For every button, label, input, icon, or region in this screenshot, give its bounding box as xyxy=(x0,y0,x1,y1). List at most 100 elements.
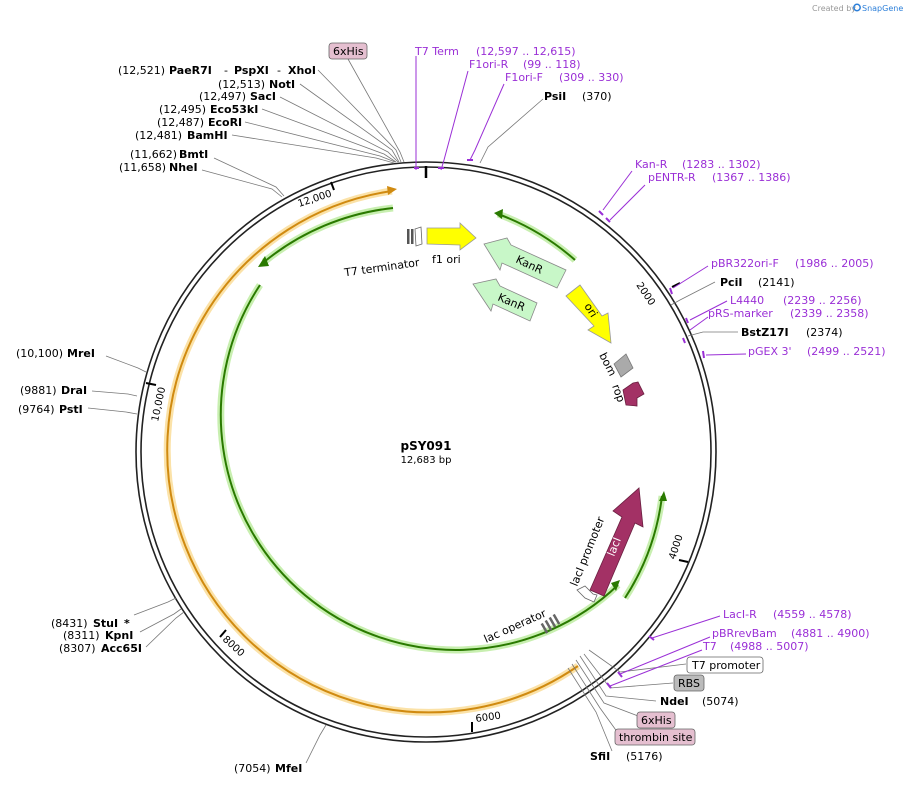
primer-f1ori-r-range: (99 .. 118) xyxy=(523,58,581,71)
site-bmti-group[interactable]: (11,662) BmtI xyxy=(130,148,208,161)
t7-promoter-box xyxy=(686,656,764,674)
ori-arrow xyxy=(565,284,612,344)
site-pos-9764: (9764) xyxy=(18,403,55,416)
connector-mfei xyxy=(305,724,327,764)
primer-kan-r[interactable]: Kan-R (1283 .. 1302) xyxy=(635,158,761,171)
site-nhei-group[interactable]: (11,658) NheI xyxy=(119,161,198,174)
t7-terminator-mark-2 xyxy=(411,229,414,244)
site-pos-12521: (12,521) xyxy=(118,64,165,77)
site-sfii-group[interactable]: SfiI (5176) xyxy=(590,750,663,763)
primer-f1ori-f[interactable]: F1ori-F (309 .. 330) xyxy=(505,71,624,84)
connector-noti xyxy=(299,83,400,163)
sixhis-top-label: 6xHis xyxy=(333,45,364,58)
site-pspxi: PspXI xyxy=(234,64,269,77)
lac-operator-mark-3 xyxy=(548,616,557,628)
site-acc65i-group[interactable]: (8307) Acc65I xyxy=(59,642,142,655)
site-noti: NotI xyxy=(269,78,295,91)
lac-operator-mark-1 xyxy=(540,622,549,634)
site-pos-8311: (8311) xyxy=(63,629,100,642)
primer-laci-r[interactable]: LacI-R (4559 .. 4578) xyxy=(723,608,852,621)
site-psti-group[interactable]: (9764) PstI xyxy=(18,403,83,416)
site-pcii-group[interactable]: PciI (2141) xyxy=(720,276,795,289)
primer-l4440[interactable]: L4440 (2239 .. 2256) xyxy=(730,294,862,307)
rop-label: rop xyxy=(609,383,627,404)
box-rbs[interactable]: RBS xyxy=(673,674,705,692)
site-noti-group[interactable]: (12,513) NotI xyxy=(218,78,295,91)
green-track-segment-2-arrowhead xyxy=(611,580,620,591)
feature-kanr-1[interactable]: KanR xyxy=(483,237,567,289)
feature-f1-ori[interactable]: f1 ori xyxy=(426,222,477,266)
box-sixhis-bottom[interactable]: 6xHis xyxy=(636,711,676,729)
site-bstz17i: BstZ17I xyxy=(741,326,789,339)
site-ndei-group[interactable]: NdeI (5074) xyxy=(660,695,739,708)
box-sixhis-top[interactable]: 6xHis xyxy=(328,42,368,60)
feature-laci[interactable]: lacI xyxy=(589,487,644,597)
green-track-segment-1-arrowhead xyxy=(258,256,269,267)
kanr-1-arrow xyxy=(483,237,567,289)
tick-mark-2000 xyxy=(671,282,681,288)
primer-t7-range: (4988 .. 5007) xyxy=(730,640,809,653)
primer-mark-kan-r xyxy=(598,210,604,216)
primer-line-t7 xyxy=(609,649,703,687)
primer-laci-r-name: LacI-R xyxy=(723,608,757,621)
connector-ndei xyxy=(579,655,657,702)
feature-t7-terminator[interactable]: T7 terminator xyxy=(342,229,421,280)
primer-t7[interactable]: T7 (4988 .. 5007) xyxy=(702,640,809,653)
feature-kanr-2[interactable]: KanR xyxy=(472,278,538,322)
site-psii-group[interactable]: PsiI (370) xyxy=(544,90,612,103)
bom-label: bom xyxy=(596,350,619,378)
primer-prs-marker-name: pRS-marker xyxy=(708,307,773,320)
connector-sixhis-top xyxy=(347,58,405,163)
connector-psti xyxy=(87,407,138,415)
primer-marks xyxy=(414,159,705,689)
primer-pentr-r-range: (1367 .. 1386) xyxy=(712,171,791,184)
primer-line-f1ori-f xyxy=(469,83,505,161)
green-track-segment-1 xyxy=(263,207,394,263)
connector-nhei xyxy=(201,169,283,198)
f1-ori-arrow xyxy=(426,222,477,251)
site-xhoi: XhoI xyxy=(288,64,316,77)
primer-prs-marker[interactable]: pRS-marker (2339 .. 2358) xyxy=(708,307,869,320)
site-ecori: EcoRI xyxy=(208,116,242,129)
primer-line-laci-r xyxy=(651,615,721,639)
primer-l4440-name: L4440 xyxy=(730,294,764,307)
connector-drai xyxy=(91,390,138,397)
primer-pbrrevbam[interactable]: pBRrevBam (4881 .. 4900) xyxy=(712,627,870,640)
site-pos-5074: (5074) xyxy=(702,695,739,708)
feature-rop[interactable]: rop xyxy=(609,381,645,407)
site-ecori-group[interactable]: (12,487) EcoRI xyxy=(157,116,242,129)
site-paer7i-group[interactable]: (12,521) PaeR7I - PspXI - XhoI xyxy=(118,64,316,77)
site-kpni: KpnI xyxy=(105,629,133,642)
box-t7-promoter[interactable]: T7 promoter xyxy=(686,656,764,674)
site-mrei-group[interactable]: (10,100) MreI xyxy=(16,347,95,360)
primer-pgex3[interactable]: pGEX 3' (2499 .. 2521) xyxy=(748,345,886,358)
primer-t7-term[interactable]: T7 Term (12,597 .. 12,615) xyxy=(414,45,576,58)
feature-ori[interactable]: ori xyxy=(565,284,612,344)
site-pos-12497: (12,497) xyxy=(199,90,246,103)
primer-pbr322ori-f[interactable]: pBR322ori-F (1986 .. 2005) xyxy=(711,257,874,270)
site-nhei: NheI xyxy=(169,161,198,174)
site-saci-group[interactable]: (12,497) SacI xyxy=(199,90,276,103)
feature-bom[interactable]: bom xyxy=(596,350,634,378)
site-bstz17i-group[interactable]: BstZ17I (2374) xyxy=(741,326,843,339)
site-stui-group[interactable]: (8431) StuI * xyxy=(51,617,130,630)
primer-line-prs-marker xyxy=(689,316,709,331)
primer-mark-t7 xyxy=(606,682,612,689)
connector-stui xyxy=(133,597,177,616)
connector-saci xyxy=(279,96,399,163)
site-eco53ki-group[interactable]: (12,495) Eco53kI xyxy=(159,103,258,116)
primer-f1ori-r[interactable]: F1ori-R (99 .. 118) xyxy=(469,58,581,71)
primer-kan-r-range: (1283 .. 1302) xyxy=(682,158,761,171)
site-bmti: BmtI xyxy=(179,148,208,161)
site-mfei-group[interactable]: (7054) MfeI xyxy=(234,762,302,775)
site-bamhi-group[interactable]: (12,481) BamHI xyxy=(135,129,228,142)
site-kpni-group[interactable]: (8311) KpnI xyxy=(63,629,133,642)
primer-pentr-r[interactable]: pENTR-R (1367 .. 1386) xyxy=(648,171,791,184)
site-pos-370: (370) xyxy=(582,90,612,103)
site-drai-group[interactable]: (9881) DraI xyxy=(20,384,87,397)
box-thrombin-site[interactable]: thrombin site xyxy=(614,728,696,746)
primer-line-pentr-r xyxy=(609,184,646,221)
site-stui-star: * xyxy=(124,617,130,630)
site-sep-2: - xyxy=(277,64,281,77)
credit-brand: SnapGene xyxy=(862,4,903,13)
